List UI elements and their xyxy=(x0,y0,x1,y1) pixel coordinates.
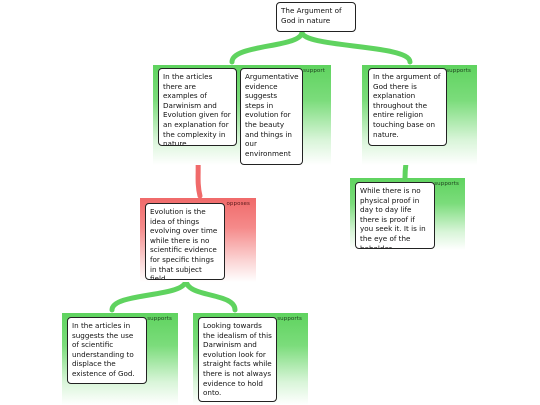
argument-node-physical-proof[interactable]: While there is no physical proof in day … xyxy=(355,182,435,249)
argument-node-complexity[interactable]: In the articles there are examples of Da… xyxy=(158,68,237,146)
node-text: Argumentative evidence suggests steps in… xyxy=(245,72,299,158)
connector-n5-to-n7 xyxy=(183,277,238,313)
relation-tag: supports xyxy=(147,316,172,322)
relation-tag: supports xyxy=(446,68,471,74)
node-text: Looking towards the idealism of this Dar… xyxy=(203,321,272,398)
node-text: In the articles there are examples of Da… xyxy=(163,72,231,146)
relation-tag: supports xyxy=(277,316,302,322)
argument-node-idealism[interactable]: Looking towards the idealism of this Dar… xyxy=(198,317,277,402)
node-text: In the articles in suggests the use of s… xyxy=(72,321,135,378)
connector-root-to-group2 xyxy=(299,29,413,65)
node-text: In the argument of God there is explanat… xyxy=(373,72,441,139)
relation-tag: supports xyxy=(434,181,459,187)
connector-root-to-group1 xyxy=(229,29,305,65)
node-text: Evolution is the idea of things evolving… xyxy=(150,207,218,280)
argument-node-beauty[interactable]: Argumentative evidence suggests steps in… xyxy=(240,68,303,165)
argument-node-religion[interactable]: In the argument of God there is explanat… xyxy=(368,68,447,146)
root-node[interactable]: The Argument of God in nature xyxy=(276,2,356,32)
node-text: While there is no physical proof in day … xyxy=(360,186,426,249)
relation-tag: support xyxy=(303,68,325,74)
argument-node-scientific-understanding[interactable]: In the articles in suggests the use of s… xyxy=(67,317,147,384)
connector-n5-to-n6 xyxy=(109,277,189,313)
relation-tag: opposes xyxy=(226,201,250,207)
root-node-text: The Argument of God in nature xyxy=(281,6,342,25)
argument-node-evolution[interactable]: Evolution is the idea of things evolving… xyxy=(145,203,225,280)
